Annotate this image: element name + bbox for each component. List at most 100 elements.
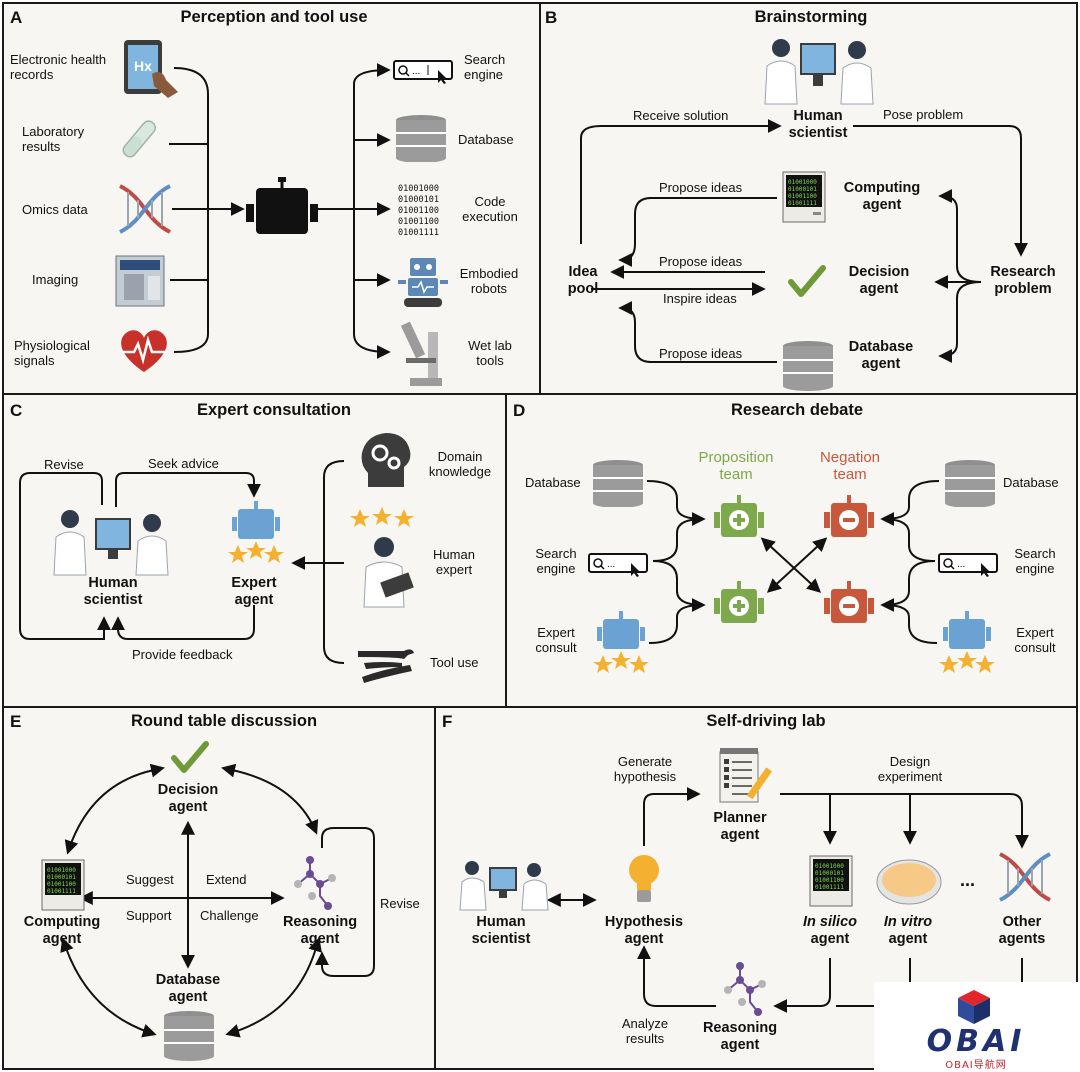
panel-title: Perception and tool use <box>180 8 368 26</box>
svg-text:01001100: 01001100 <box>788 193 817 200</box>
hypothesis-agent-label: Hypothesis agent <box>604 914 684 947</box>
panel-title: Self-driving lab <box>706 712 826 730</box>
negation-robot-top <box>824 495 874 537</box>
planner-checklist-icon <box>719 748 772 803</box>
expert-consult-label-left: Expert consult <box>535 625 577 655</box>
dna-icon <box>999 852 1051 902</box>
connector-lines <box>19 460 345 664</box>
connector-lines <box>169 63 391 359</box>
svg-text:...: ... <box>957 559 965 570</box>
brain-gears-icon <box>361 433 411 487</box>
code-line-5: 01001111 <box>398 228 439 238</box>
panel-title: Research debate <box>730 401 864 419</box>
computer-icon: 01001000 01000101 01001100 01001111 <box>809 855 853 907</box>
ehr-icon-text: Hx <box>134 58 152 74</box>
check-icon <box>171 741 209 773</box>
computer-icon: 01001000 01000101 01001100 01001111 <box>782 171 826 223</box>
human-scientist-label: Human scientist <box>471 914 531 947</box>
panel-letter: E <box>10 712 22 731</box>
code-line-2: 01000101 <box>398 195 439 205</box>
research-problem-label: Research problem <box>990 264 1056 297</box>
database-label-right: Database <box>1003 475 1059 490</box>
input-omics: Omics data <box>22 202 88 217</box>
search-bar-icon: ... <box>393 60 453 84</box>
svg-text:01001100: 01001100 <box>815 877 844 884</box>
expert-agent-label: Expert agent <box>231 575 277 608</box>
panel-a: A Perception and tool use Electronic hea… <box>2 2 541 395</box>
search-bar-icon: ... <box>938 553 998 577</box>
suggest-label: Suggest <box>126 872 174 887</box>
watermark: OBAI OBAI导航网 <box>874 982 1078 1071</box>
watermark-brand: OBAI <box>926 1024 1026 1059</box>
panel-title: Expert consultation <box>196 401 352 419</box>
lightbulb-icon <box>629 855 659 902</box>
computing-agent-label: Computing agent <box>843 180 921 213</box>
search-engine-label-left: Search engine <box>535 546 577 576</box>
challenge-label: Challenge <box>200 908 259 923</box>
petri-dish-icon <box>876 859 942 905</box>
planner-agent-label: Planner agent <box>713 810 767 843</box>
code-line-1: 01001000 <box>398 184 439 194</box>
robot-agent-icon <box>246 177 318 234</box>
revise-label: Revise <box>44 457 84 472</box>
propose-ideas-bottom: Propose ideas <box>659 346 743 361</box>
panel-e: E Round table discussion Decision agent … <box>2 706 436 1070</box>
decision-agent-label: Decision agent <box>157 782 219 815</box>
search-engine-label-right: Search engine <box>1014 546 1056 576</box>
extend-label: Extend <box>206 872 247 887</box>
agent-word: agent <box>810 931 850 947</box>
tool-search-engine: Search engine <box>464 52 506 82</box>
support-label: Support <box>126 908 172 923</box>
human-scientists-icon <box>459 861 549 911</box>
human-scientist-label: Human scientist <box>83 575 143 608</box>
check-icon <box>788 265 826 297</box>
in-vitro-text: In vitro <box>883 914 933 930</box>
watermark-sub: OBAI导航网 <box>945 1060 1007 1071</box>
code-line-3: 01001100 <box>398 206 439 216</box>
svg-text:01000101: 01000101 <box>788 186 817 193</box>
human-scientists-icon <box>764 39 874 105</box>
panel-title: Round table discussion <box>130 712 318 730</box>
expert-agent-icon <box>228 501 284 563</box>
tool-use-label: Tool use <box>430 655 479 670</box>
svg-text:01001111: 01001111 <box>815 884 844 891</box>
tool-code-execution: Code execution <box>462 194 518 224</box>
heart-icon <box>121 330 167 372</box>
proposition-team-label: Proposition team <box>698 449 774 483</box>
human-scientist-label: Human scientist <box>788 108 848 141</box>
panel-c: C Expert consultation Revise Seek advice… <box>2 393 507 708</box>
domain-knowledge-label: Domain knowledge <box>428 449 492 479</box>
negation-team-label: Negation team <box>819 449 881 483</box>
provide-feedback-label: Provide feedback <box>132 647 233 662</box>
tool-embodied-robots: Embodied robots <box>459 266 519 296</box>
connector-lines <box>60 763 375 1038</box>
cube-logo-icon <box>958 990 990 1024</box>
negation-robot-bottom <box>824 581 874 623</box>
human-expert-label: Human expert <box>433 547 475 577</box>
expert-consult-label-right: Expert consult <box>1014 625 1056 655</box>
dna-icon <box>119 184 171 234</box>
panel-letter: D <box>513 401 526 420</box>
computing-agent-label: Computing agent <box>23 914 101 947</box>
tool-database: Database <box>458 132 514 147</box>
reasoning-agent-label: Reasoning agent <box>282 914 358 947</box>
receive-solution-label: Receive solution <box>633 108 729 123</box>
in-silico-text: In silico <box>803 914 857 930</box>
in-silico-agent-label: In silico agent <box>786 914 874 948</box>
human-expert-icon <box>350 507 414 608</box>
agent-word: agent <box>888 931 928 947</box>
svg-text:01001000: 01001000 <box>47 867 76 874</box>
proposition-robot-top <box>714 495 764 537</box>
test-tube-icon <box>122 120 157 158</box>
idea-pool-label: Idea pool <box>567 264 599 297</box>
imaging-scanner-icon <box>115 255 165 307</box>
database-agent-label: Database agent <box>848 339 914 372</box>
other-agents-label: Other agents <box>998 914 1046 947</box>
panel-d: D Research debate Proposition team Negat… <box>505 393 1078 708</box>
svg-text:01001000: 01001000 <box>788 179 817 186</box>
panel-letter: C <box>10 401 23 420</box>
database-icon <box>945 460 995 507</box>
microscope-icon <box>400 321 442 386</box>
in-vitro-agent-label: In vitro agent <box>868 914 948 948</box>
tablet-icon: Hx <box>124 40 178 98</box>
